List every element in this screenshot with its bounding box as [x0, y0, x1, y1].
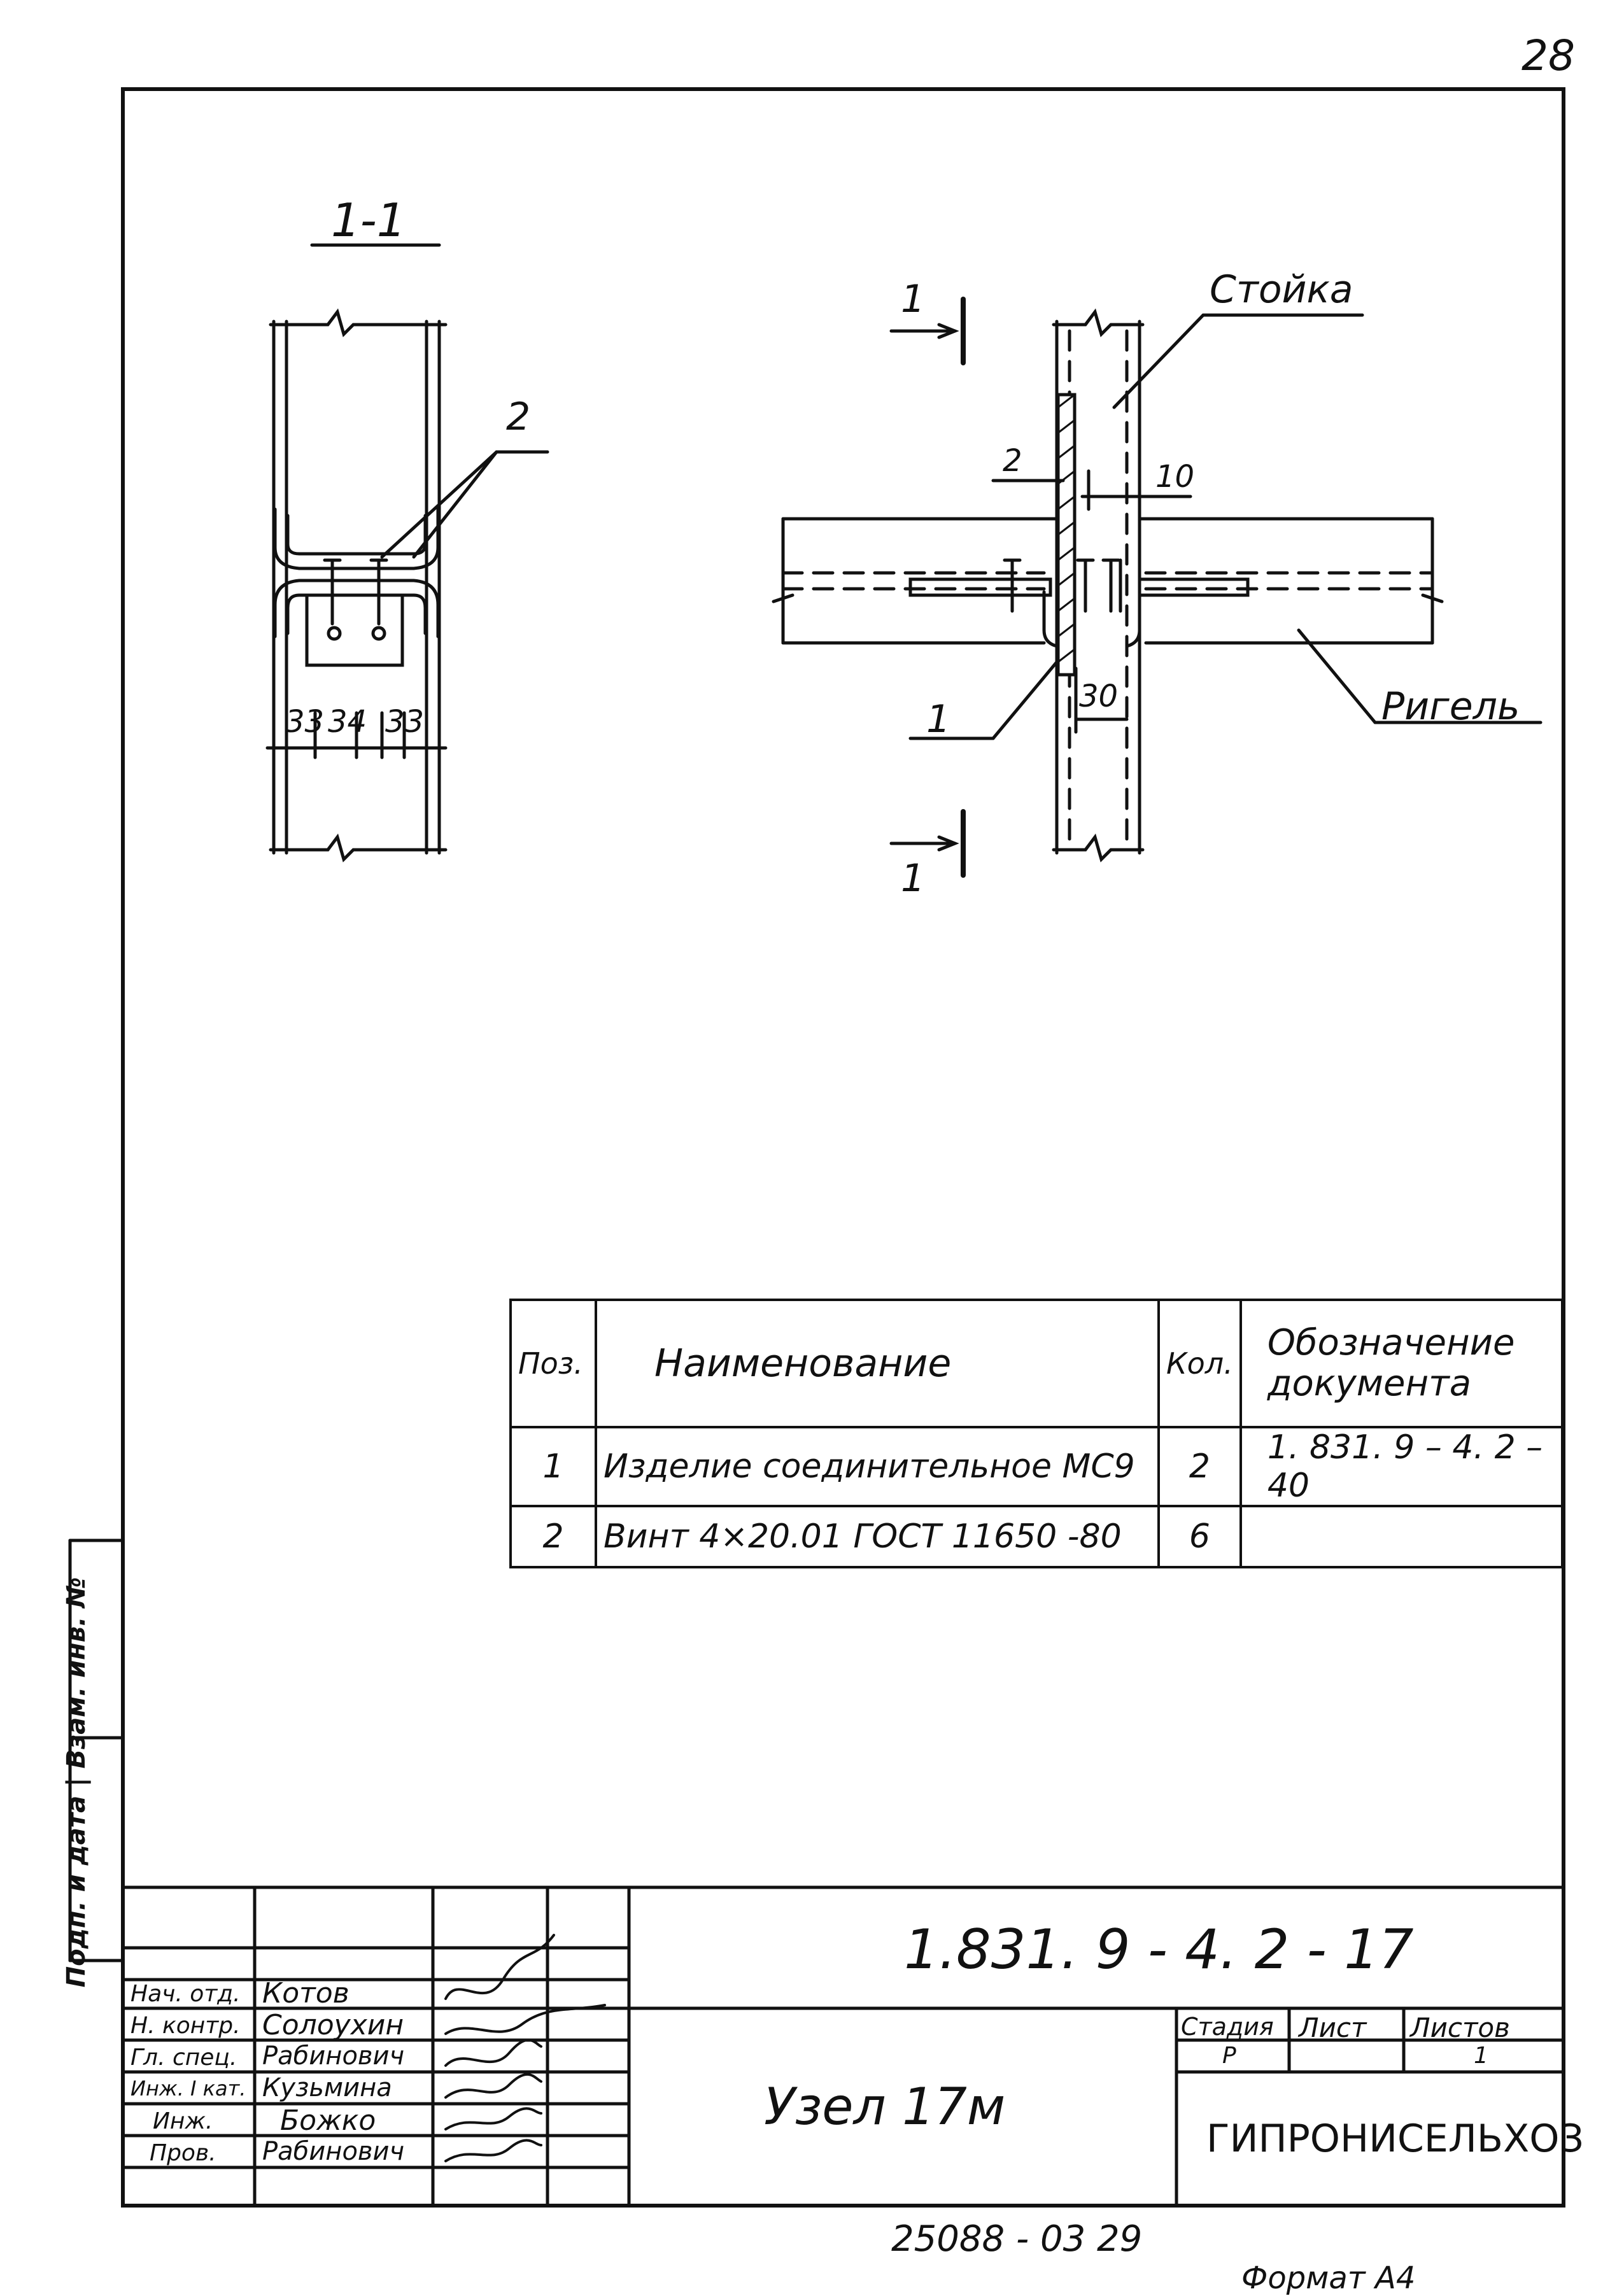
drawing-title: Узел 17м — [764, 2077, 1006, 2136]
person-name: Божко — [280, 2104, 376, 2137]
spec-row-pos: 2 — [509, 1505, 597, 1568]
person-role: Гл. спец. — [131, 2045, 237, 2071]
person-role: Н. контр. — [131, 2013, 241, 2039]
stage-value: Р — [1222, 2043, 1236, 2069]
spec-header-doc-line2: документа — [1267, 1363, 1472, 1404]
specification-table: Поз. Наименование Кол. Обозначение докум… — [509, 1299, 1564, 1568]
dim-30: 30 — [1079, 679, 1119, 714]
section-mark: 1-1 — [331, 194, 406, 247]
spec-header-doc-line1: Обозначение — [1267, 1321, 1515, 1363]
spec-row-qty: 2 — [1157, 1426, 1242, 1507]
spec-row: 2 Винт 4×20.01 ГОСТ 11650 -80 6 — [509, 1505, 1564, 1568]
signatures — [444, 1934, 606, 2162]
callout-pos1: 1 — [926, 697, 951, 742]
doc-code: 1.831. 9 - 4. 2 - 17 — [904, 1918, 1414, 1982]
dim-33-right: 33 — [385, 704, 425, 740]
spec-row-name: Изделие соединительное МС9 — [595, 1426, 1160, 1507]
spec-row-qty: 6 — [1157, 1505, 1242, 1568]
title-block-lines — [121, 1885, 1565, 2208]
page-number: 28 — [1522, 31, 1575, 80]
person-name: Рабинович — [262, 2137, 405, 2166]
node-elevation-view — [772, 297, 1543, 878]
spec-header-row: Поз. Наименование Кол. Обозначение докум… — [509, 1299, 1564, 1428]
dim-34: 34 — [328, 704, 367, 740]
sheet-frame — [121, 87, 1565, 2208]
person-role: Инж. I кат. — [131, 2076, 246, 2101]
footer-code: 25088 - 03 29 — [891, 2218, 1143, 2260]
sheet-label: Лист — [1299, 2012, 1367, 2043]
spec-header-name: Наименование — [595, 1299, 1160, 1428]
spec-header-qty: Кол. — [1157, 1299, 1242, 1428]
person-role: Инж. — [153, 2108, 213, 2134]
label-stoika: Стойка — [1210, 267, 1353, 312]
side-stamp: Подп. и дата | Взам. инв. № — [62, 1577, 91, 1988]
spec-row: 1 Изделие соединительное МС9 2 1. 831. 9… — [509, 1426, 1564, 1507]
person-role: Нач. отд. — [131, 1981, 241, 2007]
stage-label: Стадия — [1181, 2013, 1274, 2041]
spec-row-doc: 1. 831. 9 – 4. 2 – 40 — [1239, 1426, 1564, 1507]
spec-header-doc: Обозначение документа — [1239, 1299, 1564, 1428]
dim-2: 2 — [1003, 443, 1022, 479]
person-name: Котов — [262, 1977, 350, 2010]
callout-pos2: 2 — [506, 395, 531, 439]
format-label: Формат А4 — [1241, 2260, 1416, 2296]
sheets-label: Листов — [1410, 2012, 1510, 2043]
cut-mark-bottom: 1 — [901, 856, 926, 901]
cut-mark-top: 1 — [901, 277, 926, 321]
person-role: Пров. — [150, 2140, 216, 2166]
person-name: Рабинович — [262, 2041, 405, 2071]
sheets-value: 1 — [1474, 2043, 1488, 2069]
organization: ГИПРОНИСЕЛЬХОЗ — [1206, 2116, 1584, 2161]
person-name: Кузьмина — [262, 2073, 392, 2102]
spec-row-pos: 1 — [509, 1426, 597, 1507]
spec-row-name: Винт 4×20.01 ГОСТ 11650 -80 — [595, 1505, 1160, 1568]
dim-10: 10 — [1155, 459, 1195, 495]
section-1-1-view — [265, 243, 549, 863]
label-rigel: Ригель — [1381, 684, 1520, 729]
spec-row-doc — [1239, 1505, 1564, 1568]
person-name: Солоухин — [262, 2009, 404, 2041]
spec-header-pos: Поз. — [509, 1299, 597, 1428]
dim-33-left: 33 — [285, 704, 325, 740]
